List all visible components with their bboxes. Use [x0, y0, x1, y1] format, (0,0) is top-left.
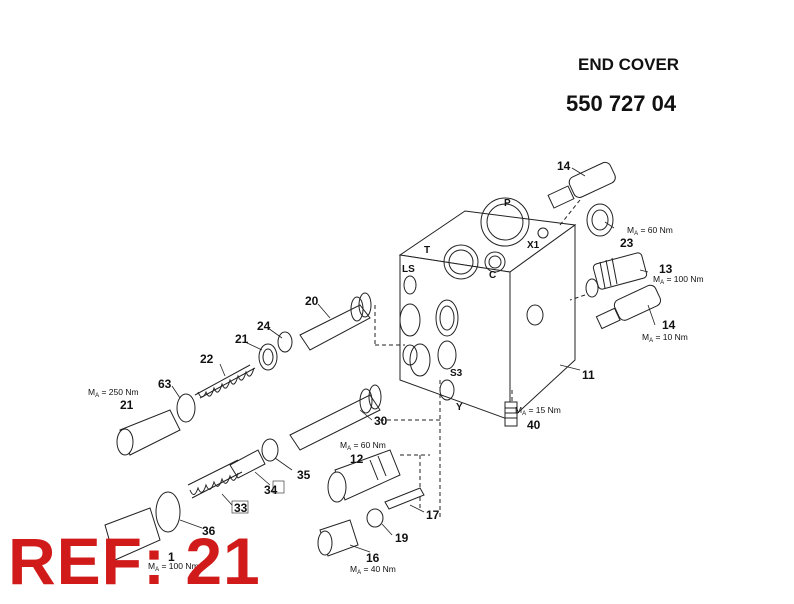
torque-label-21: MA = 250 Nm [88, 387, 139, 399]
torque-label-14: MA = 10 Nm [642, 332, 688, 344]
part-19-oring [366, 508, 384, 528]
part-35-ring [261, 438, 279, 462]
end-cover-block [398, 197, 577, 422]
part-number-14-upper: 14 [557, 159, 571, 173]
part-number-33: 33 [234, 501, 248, 515]
part-number-35: 35 [297, 468, 311, 482]
port-y-label: Y [456, 402, 463, 413]
part-number-21-plug: 21 [120, 398, 134, 412]
part-40 [504, 401, 518, 427]
part-number-19: 19 [395, 531, 409, 545]
part-number-12: 12 [350, 452, 364, 466]
part-number-14-lower: 14 [662, 318, 676, 332]
torque-label-1: MA = 100 Nm [148, 561, 199, 573]
ref-label: REF: 21 [8, 524, 261, 598]
part-30-spool [289, 384, 382, 451]
part-16-plug [317, 519, 359, 557]
part-14-lower [595, 284, 662, 330]
part-number-1: 1 [168, 550, 175, 564]
part-13 [585, 252, 648, 298]
torque-label-40: MA = 15 Nm [515, 405, 561, 417]
part-33-spring [187, 459, 243, 499]
drawing-title: END COVER [578, 55, 680, 74]
part-20-spool [299, 292, 372, 351]
port-s3-label: S3 [450, 368, 463, 379]
part-12-valve [327, 449, 401, 503]
port-c-label: C [489, 270, 496, 281]
port-t-label: T [424, 245, 430, 256]
part-number-21-ring: 21 [235, 332, 249, 346]
part-number-34: 34 [264, 483, 278, 497]
part-23 [586, 203, 614, 237]
port-p-label: P [504, 198, 511, 209]
port-ls-label: LS [402, 264, 415, 275]
torque-label-23: MA = 60 Nm [627, 225, 673, 237]
part-36-oring [155, 491, 181, 533]
port-x1-label: X1 [527, 240, 540, 251]
part-number-16: 16 [366, 551, 380, 565]
torque-label-13: MA = 100 Nm [653, 274, 704, 286]
part-14-upper [547, 161, 616, 209]
part-number-63: 63 [158, 377, 172, 391]
assembly-lines [374, 199, 586, 520]
part-number-23: 23 [620, 236, 634, 250]
part-number-36: 36 [202, 524, 216, 538]
part-number-22: 22 [200, 352, 214, 366]
torque-label-12: MA = 60 Nm [340, 440, 386, 452]
part-number-40: 40 [527, 418, 541, 432]
part-24-ring [277, 331, 293, 353]
part-1-plug [104, 507, 161, 561]
part-22-spring [194, 364, 256, 399]
part-number-30: 30 [374, 414, 388, 428]
part-34 [229, 449, 266, 479]
part-63-oring [176, 393, 196, 423]
part-17-pin [384, 487, 425, 510]
part-21-ring [258, 343, 278, 371]
part-number-17: 17 [426, 508, 440, 522]
part-number-13: 13 [659, 262, 673, 276]
torque-label-16: MA = 40 Nm [350, 564, 396, 576]
part-number-20: 20 [305, 294, 319, 308]
leader-lines [171, 167, 656, 553]
part-number-11: 11 [582, 368, 595, 382]
part-21-plug [116, 409, 181, 456]
part-number-24: 24 [257, 319, 271, 333]
part-number-title: 550 727 04 [566, 91, 677, 116]
